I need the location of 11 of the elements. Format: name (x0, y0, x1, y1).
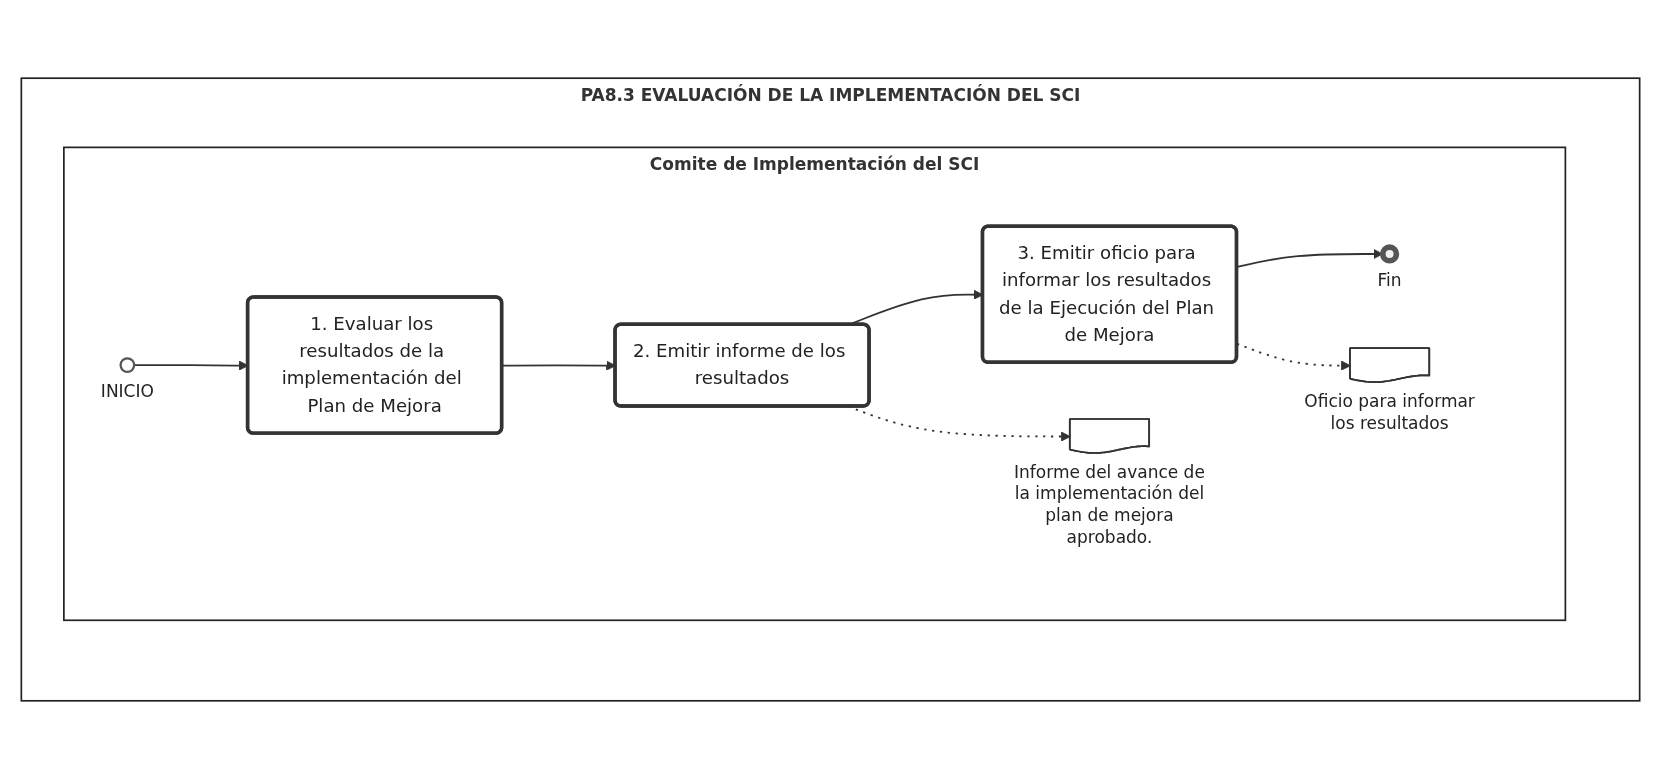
node-circle (119, 357, 136, 374)
node-caption: Informe del avance de la implementación del plan de mejora aprobado. (1014, 461, 1205, 547)
lane-title: PA8.3 EVALUACIÓN DE LA IMPLEMENTACIÓN DEL SCI (580, 84, 1081, 105)
arrow (1236, 342, 1351, 371)
cluster (63, 146, 1567, 622)
cluster (20, 77, 1641, 702)
node-caption: Oficio para informar los resultados (1304, 391, 1475, 433)
node-caption: INICIO (100, 380, 154, 401)
lane-title: Comite de Implementación del SCI (649, 154, 980, 175)
node-circle (1379, 244, 1400, 264)
node-caption: Fin (1377, 269, 1402, 290)
